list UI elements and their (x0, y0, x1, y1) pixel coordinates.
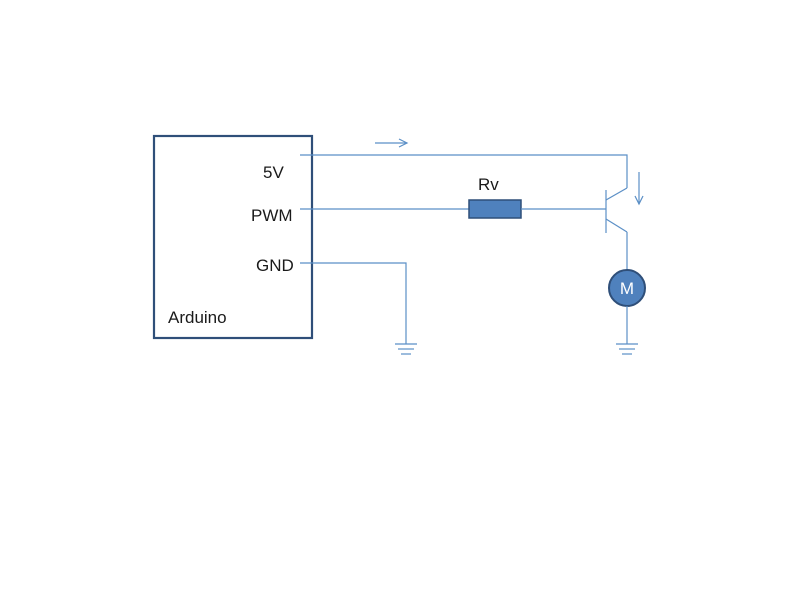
wire-5v (300, 138, 628, 188)
motor: M (608, 269, 646, 344)
pin-5v-label: 5V (263, 163, 284, 182)
resistor-rv (468, 199, 522, 219)
pin-gnd-label: GND (256, 256, 294, 275)
wire-pwm: Rv (300, 175, 606, 219)
resistor-label: Rv (478, 175, 499, 194)
wire-gnd (300, 262, 407, 344)
pin-pwm-label: PWM (251, 206, 293, 225)
ground-icon-left (395, 343, 417, 355)
transistor-emitter (605, 218, 628, 233)
transistor-icon (605, 172, 644, 270)
arduino-label: Arduino (168, 308, 227, 327)
wire-5v-line (300, 154, 628, 188)
arduino-outline (152, 134, 314, 340)
wire-gnd-line (300, 262, 407, 344)
arduino-board: Arduino 5V PWM GND (152, 134, 314, 340)
ground-icon-right (616, 343, 638, 355)
current-arrow-down-icon (634, 172, 644, 206)
motor-label: M (620, 279, 634, 298)
transistor-collector (605, 187, 628, 201)
current-arrow-right-icon (375, 138, 409, 148)
